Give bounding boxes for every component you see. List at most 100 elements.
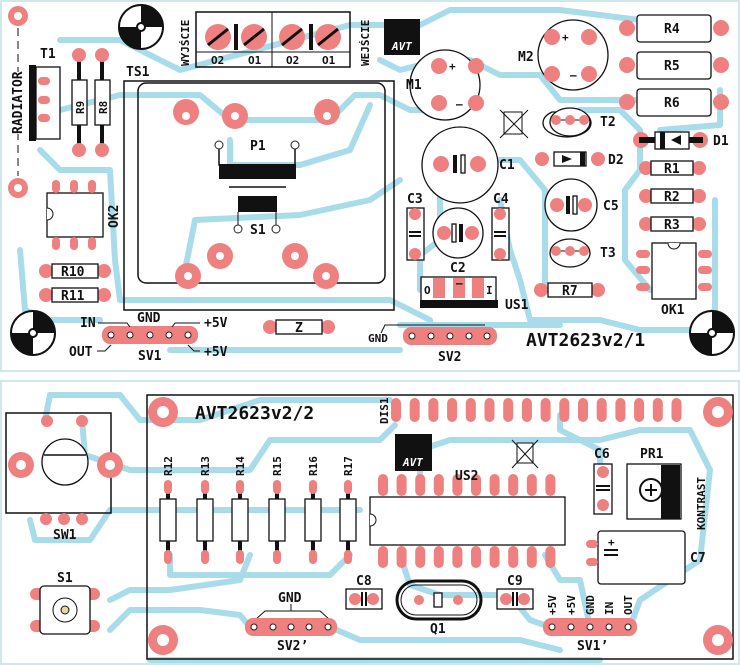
resistor-r14: R14: [231, 456, 249, 564]
dis1-pin: [428, 398, 439, 422]
component-z: Z: [263, 319, 335, 336]
r11-label: R11: [61, 289, 85, 304]
transformer-ts1: TS1 P1 S1: [123, 65, 395, 311]
sv2-gnd-label: GND: [368, 332, 388, 345]
sv1p-pin-label: +5V: [546, 595, 559, 615]
dis1-pin: [596, 398, 607, 422]
terminal-block: O2 O1 O2 O1 WYJŚCIE WEJŚCIE: [179, 11, 372, 68]
regulator-us1: O – I US1: [420, 276, 529, 313]
us2-pin: [452, 474, 463, 496]
pushbutton-s1: S1: [30, 571, 100, 635]
s1-relay-label: S1: [250, 223, 266, 238]
m2-label: M2: [518, 50, 534, 65]
c6-label: C6: [594, 447, 610, 462]
pr1-label: PR1: [640, 447, 664, 462]
dis1-pin: [503, 398, 514, 422]
output-label: WYJŚCIE: [179, 20, 192, 66]
dis1-pin: [634, 398, 645, 422]
optocoupler-ok2: OK2: [46, 180, 122, 250]
header-sv2: GND SV2: [368, 324, 497, 365]
weee-bin-icon: [499, 109, 529, 139]
us2-pin: [508, 546, 519, 568]
board2-frame: [146, 394, 734, 660]
radiator-marking: RADIATOR: [8, 6, 28, 198]
capacitor-c1: C1: [421, 126, 515, 204]
us2-pin: [415, 546, 426, 568]
microcontroller-us2: [369, 474, 566, 568]
sv1p-pin-label: OUT: [622, 595, 635, 615]
r4-label: R4: [664, 22, 680, 37]
us2-pin: [378, 546, 388, 568]
c3-label: C3: [407, 192, 423, 207]
sv1-5v-label: +5V: [204, 316, 228, 331]
r5-label: R5: [664, 59, 680, 74]
us1-label: US1: [505, 298, 529, 313]
board1-title: AVT2623v2/1: [526, 330, 645, 351]
display-connector-dis1: [391, 398, 682, 422]
radiator-label: RADIATOR: [11, 71, 26, 134]
mount-hole: [148, 397, 178, 427]
board2-title: AVT2623v2/2: [195, 403, 314, 424]
r9-label: R9: [74, 101, 87, 114]
dis1-pin: [465, 398, 476, 422]
c2-label: C2: [450, 261, 466, 276]
us2-pin: [545, 546, 556, 568]
dis1-pin: [652, 398, 663, 422]
terminal-pin-label: O2: [211, 54, 224, 67]
ok2-label: OK2: [107, 205, 122, 228]
resistor-label: R16: [307, 456, 320, 476]
dis1-pin: [484, 398, 495, 422]
r6-label: R6: [664, 96, 680, 111]
mount-hole: [703, 625, 733, 655]
optocoupler-ok1: OK1: [636, 242, 712, 318]
ts1-label: TS1: [126, 65, 150, 80]
transistor-t3: T3: [549, 238, 616, 268]
resistor-r5: R5: [619, 51, 729, 80]
sv1-in-label: IN: [80, 316, 96, 331]
sv1p-pin-label: GND: [584, 595, 597, 615]
trimmer-pr1: PR1 KONTRAST: [626, 447, 708, 530]
t2-label: T2: [600, 115, 616, 130]
header-sv2-prime: GND SV2’: [245, 591, 337, 654]
resistor-label: R17: [342, 456, 355, 476]
c5-label: C5: [603, 199, 619, 214]
r7-label: R7: [562, 284, 578, 299]
ok1-label: OK1: [661, 303, 685, 318]
us2-pin: [433, 474, 444, 496]
terminal-pin-label: O1: [248, 54, 262, 67]
resistor-label: R14: [234, 456, 247, 476]
dis1-pin: [671, 398, 682, 422]
us2-pin: [545, 474, 556, 496]
us1-o-mark: O: [424, 284, 431, 297]
dis1-label: DIS1: [378, 397, 391, 424]
resistor-r2: R2: [639, 188, 706, 205]
resistor-r10: R10: [39, 263, 111, 280]
mount-target-icon: [10, 310, 56, 356]
resistor-r1: R1: [639, 160, 706, 177]
c7-label: C7: [690, 551, 706, 566]
board1-edge: [0, 0, 740, 372]
us2-label: US2: [455, 469, 478, 484]
us2-pin: [396, 546, 407, 568]
sv1-5v-label: +5V: [204, 345, 228, 360]
capacitor-c3: C3: [406, 192, 425, 261]
capacitor-c5: C5: [544, 178, 619, 232]
input-label: WEJŚCIE: [359, 20, 372, 66]
avt-logo: AVT: [395, 434, 432, 471]
us2-pin: [526, 546, 537, 568]
sw1-label: SW1: [53, 528, 77, 543]
z-label: Z: [295, 321, 303, 336]
header-sv1: IN GND +5V OUT +5V SV1: [69, 311, 228, 364]
encoder-sw1: SW1: [5, 412, 123, 543]
mount-hole: [703, 397, 733, 427]
resistor-r7: R7: [534, 282, 605, 299]
svg-text:+: +: [608, 536, 615, 549]
r10-label: R10: [61, 265, 85, 280]
t1-label: T1: [40, 47, 56, 62]
p1-label: P1: [250, 139, 266, 154]
us2-pin: [433, 546, 444, 568]
sv1-gnd-label: GND: [137, 311, 161, 326]
c4-label: C4: [493, 192, 509, 207]
plus-mark: +: [562, 31, 569, 44]
